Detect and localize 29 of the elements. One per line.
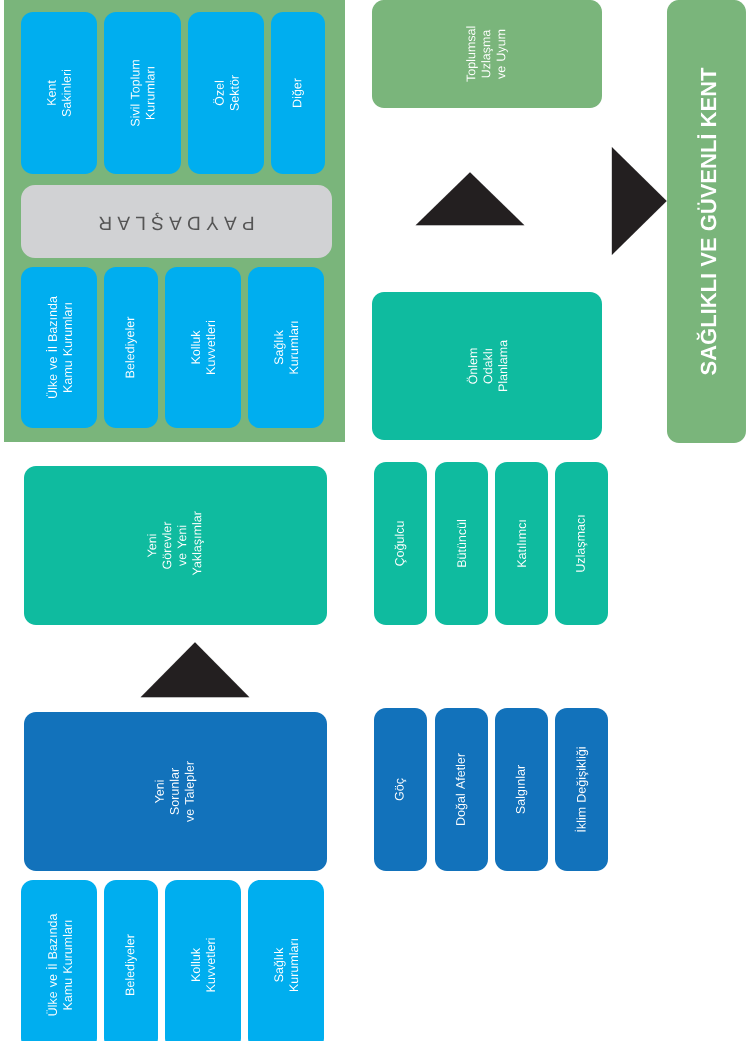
stakeholder-box: Kolluk Kuvvetleri — [165, 267, 241, 428]
stakeholder-box: Sivil Toplum Kurumları — [104, 12, 181, 174]
principle-box: Katılımcı — [495, 462, 548, 625]
issue-box: Doğal Afetler — [435, 708, 488, 871]
triangle-arrow — [140, 642, 250, 698]
principle-box: Bütüncül — [435, 462, 488, 625]
stakeholder-box: Kolluk Kuvvetleri — [165, 880, 241, 1041]
stakeholder-box: Belediyeler — [104, 880, 158, 1041]
issue-box: Salgınlar — [495, 708, 548, 871]
issue-box: Göç — [374, 708, 427, 871]
principle-box: Çoğulcu — [374, 462, 427, 625]
stakeholder-box: Diğer — [271, 12, 325, 174]
outcome-box: Toplumsal Uzlaşma ve Uyum — [372, 0, 602, 108]
problem-box: Yeni Sorunlar ve Talepler — [24, 712, 327, 871]
stakeholder-box: Ülke ve İl Bazında Kamu Kurumları — [21, 267, 97, 428]
stakeholder-box: Özel Sektör — [188, 12, 264, 174]
approach-box: Yeni Görevler ve Yeni Yaklaşımlar — [24, 466, 327, 625]
stakeholder-box: Belediyeler — [104, 267, 158, 428]
approach-box: Önlem Odaklı Planlama — [372, 292, 602, 440]
stakeholder-box: Ülke ve İl Bazında Kamu Kurumları — [21, 880, 97, 1041]
issue-box: İklim Değişikliği — [555, 708, 608, 871]
stakeholder-box: Sağlık Kurumları — [248, 267, 324, 428]
triangle-arrow — [415, 172, 525, 226]
goal-banner: SAĞLIKLI VE GÜVENLİ KENT — [667, 0, 746, 443]
stakeholder-box: Sağlık Kurumları — [248, 880, 324, 1041]
principle-box: Uzlaşmacı — [555, 462, 608, 625]
heading-bar: P A Y D A Ş L A R — [21, 185, 332, 258]
stakeholder-box: Kent Sakinleri — [21, 12, 97, 174]
triangle-arrow — [611, 147, 667, 255]
